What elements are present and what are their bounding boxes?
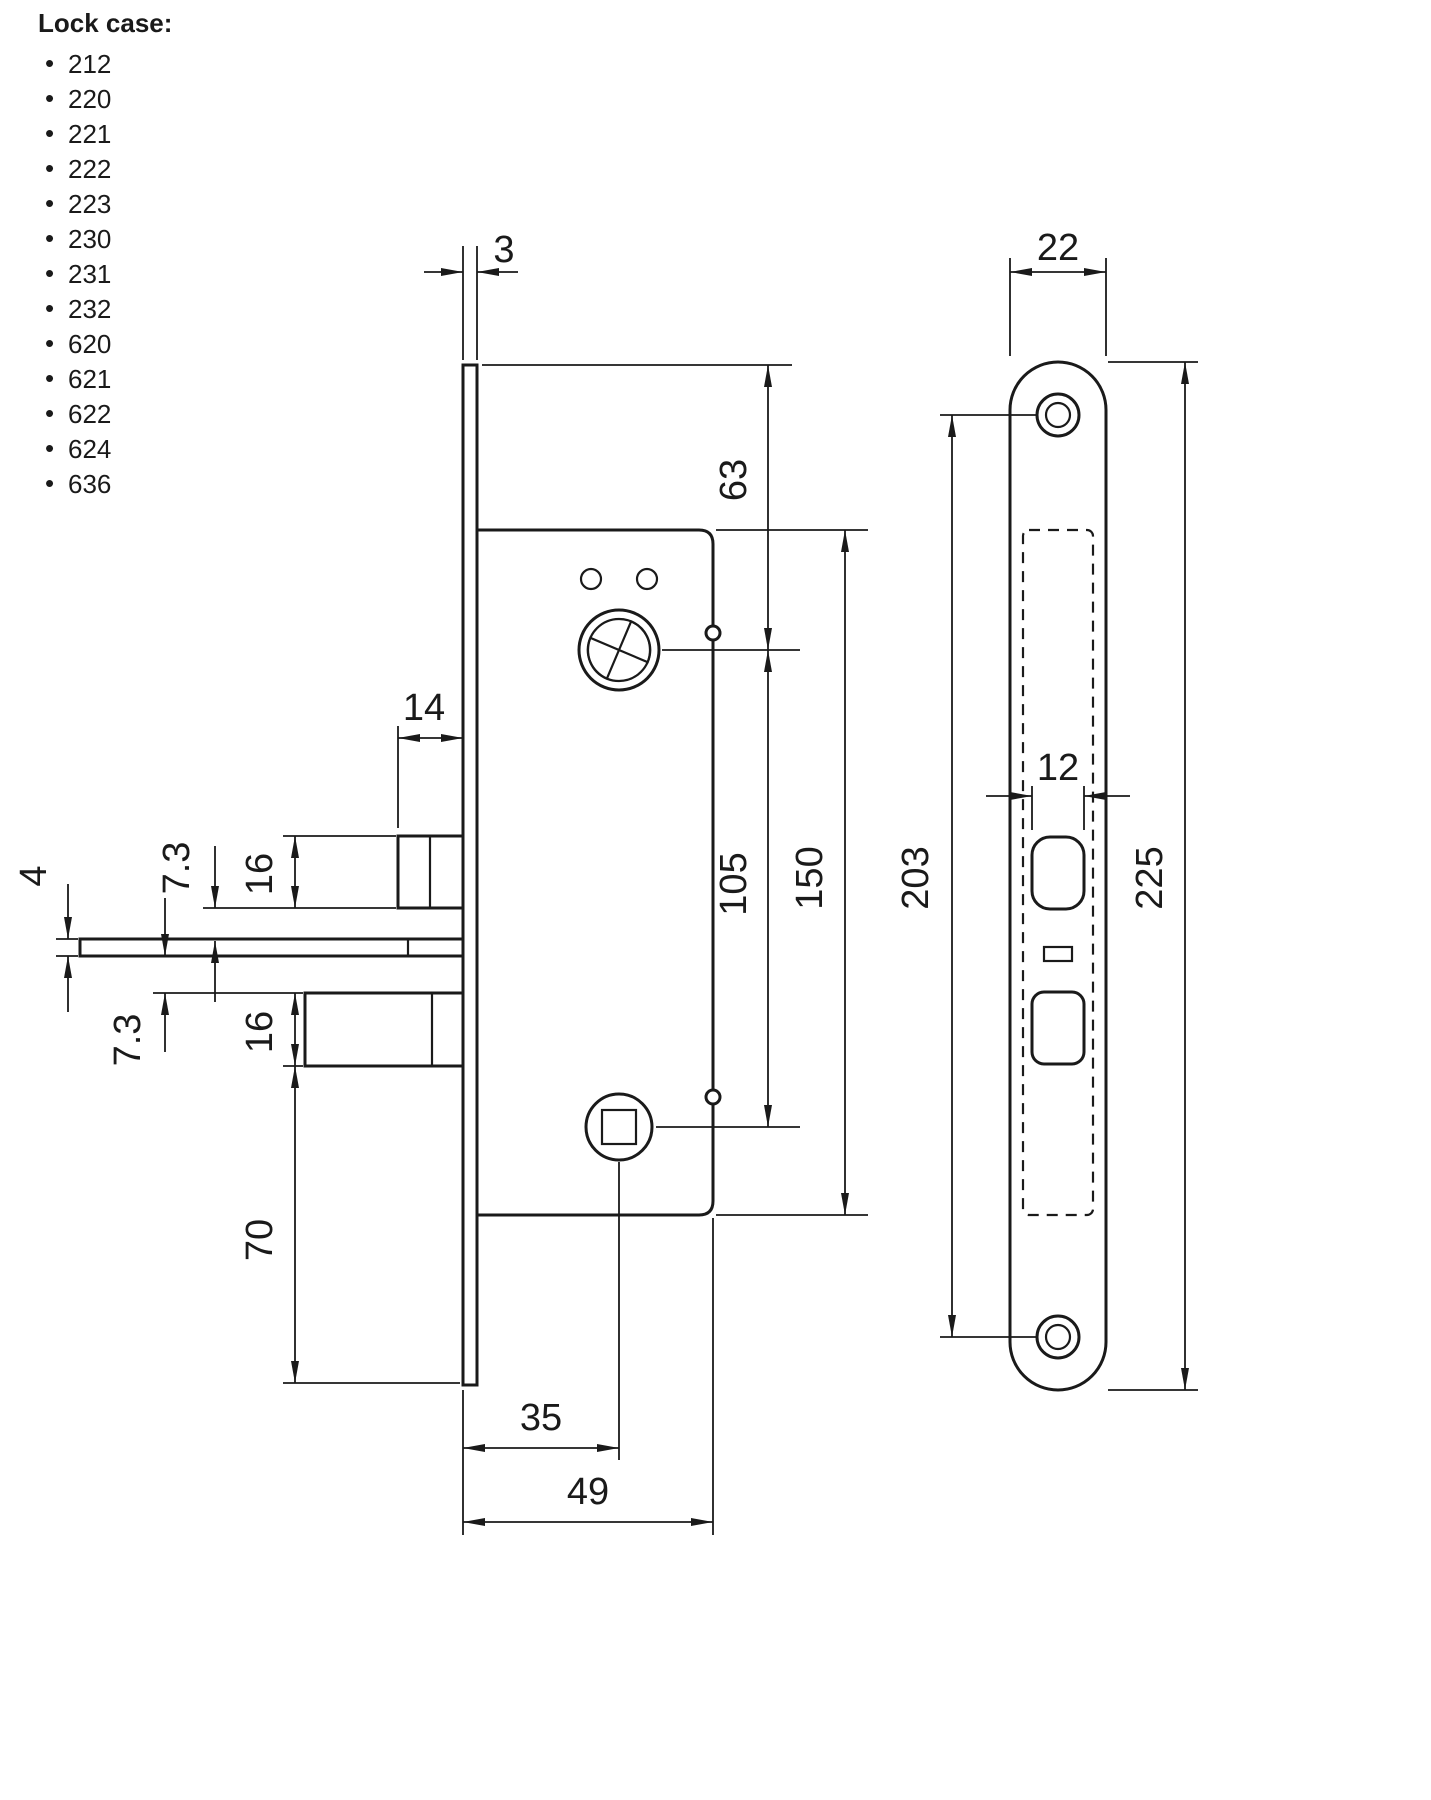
dim-strip-thickness-lines	[56, 884, 78, 1012]
dim-latch-height-lines	[283, 835, 396, 908]
lock-case-item: 222	[38, 151, 172, 187]
dim-cylinder-to-follower: 105	[713, 852, 755, 915]
body-notch-bottom	[704, 1088, 722, 1106]
dim-plate-height-lines	[1108, 361, 1198, 1391]
lock-case-item: 232	[38, 291, 172, 327]
front-view-dimensions: 22 12 203 225	[895, 227, 1198, 1391]
dim-deadbolt-to-bottom: 70	[239, 1219, 281, 1261]
lock-case-item: 221	[38, 116, 172, 152]
lock-case-item: 220	[38, 81, 172, 117]
dim-plate-width-lines	[1009, 258, 1107, 356]
lock-case-item: 624	[38, 431, 172, 467]
dim-cylinder-from-top: 63	[713, 459, 755, 501]
dim-backset: 35	[520, 1397, 562, 1439]
dim-case-depth: 49	[567, 1471, 609, 1513]
connecting-bar	[78, 937, 465, 958]
latch-bolt	[396, 834, 465, 910]
dim-latch-gap: 7.3	[156, 842, 198, 895]
cylinder-hole	[577, 608, 661, 692]
dim-latch-protrusion: 14	[403, 687, 445, 729]
side-view-dimensions: 3 63 105 150 14	[13, 229, 868, 1535]
lock-case-item: 636	[38, 466, 172, 502]
deadbolt	[303, 991, 465, 1068]
lock-case-item: 212	[38, 46, 172, 82]
dim-case-depth-lines	[463, 1218, 714, 1535]
fixing-hole-right	[635, 567, 659, 591]
dim-deadbolt-height-lines	[283, 993, 303, 1067]
dim-cutout-width: 12	[1037, 747, 1079, 789]
dim-backset-lines	[462, 1162, 620, 1535]
body-notch-top	[704, 624, 722, 642]
dim-deadbolt-to-bottom-lines	[283, 1066, 460, 1384]
latch-cutout	[1030, 835, 1086, 911]
dim-case-height-lines	[716, 529, 868, 1216]
faceplate-side	[461, 363, 479, 1387]
dim-cutout-width-lines	[986, 786, 1130, 830]
lock-case-item: 223	[38, 186, 172, 222]
dim-deadbolt-gap-lines	[153, 898, 303, 1052]
lock-case-item: 621	[38, 361, 172, 397]
dim-strip-thickness: 4	[13, 865, 55, 886]
lock-case-item: 231	[38, 256, 172, 292]
lock-case-items: 212 220 221 222 223 230 231 232 620 621 …	[38, 46, 172, 502]
dim-63-105-lines	[482, 364, 800, 1128]
dim-faceplate-thickness: 3	[493, 229, 514, 271]
front-view: 22 12 203 225	[895, 227, 1198, 1392]
lock-case-list: Lock case: 212 220 221 222 223 230 231 2…	[38, 8, 172, 502]
deadbolt-cutout	[1030, 990, 1086, 1066]
dim-latch-gap-lines	[203, 846, 396, 1002]
dim-screw-centers-lines	[940, 414, 1038, 1338]
dim-screw-centers: 203	[895, 846, 937, 909]
spindle-follower	[584, 1092, 654, 1162]
dim-case-height: 150	[789, 846, 831, 909]
dim-plate-height: 225	[1129, 846, 1171, 909]
side-view: 3 63 105 150 14	[13, 229, 868, 1535]
dim-faceplate-thickness-lines	[424, 246, 518, 360]
auxiliary-cutout	[1042, 945, 1074, 963]
lock-case-item: 230	[38, 221, 172, 257]
dim-latch-height: 16	[239, 853, 281, 895]
dim-deadbolt-gap: 7.3	[107, 1014, 149, 1067]
lock-case-item: 620	[38, 326, 172, 362]
lock-case-list-title: Lock case:	[38, 8, 173, 38]
fixing-hole-left	[579, 567, 603, 591]
dim-plate-width: 22	[1037, 227, 1079, 269]
lock-body	[475, 528, 715, 1217]
dim-deadbolt-height: 16	[239, 1011, 281, 1053]
lock-case-item: 622	[38, 396, 172, 432]
dim-latch-protrusion-lines	[397, 726, 463, 828]
hidden-case-outline	[1021, 528, 1095, 1217]
front-plate	[1008, 360, 1108, 1392]
